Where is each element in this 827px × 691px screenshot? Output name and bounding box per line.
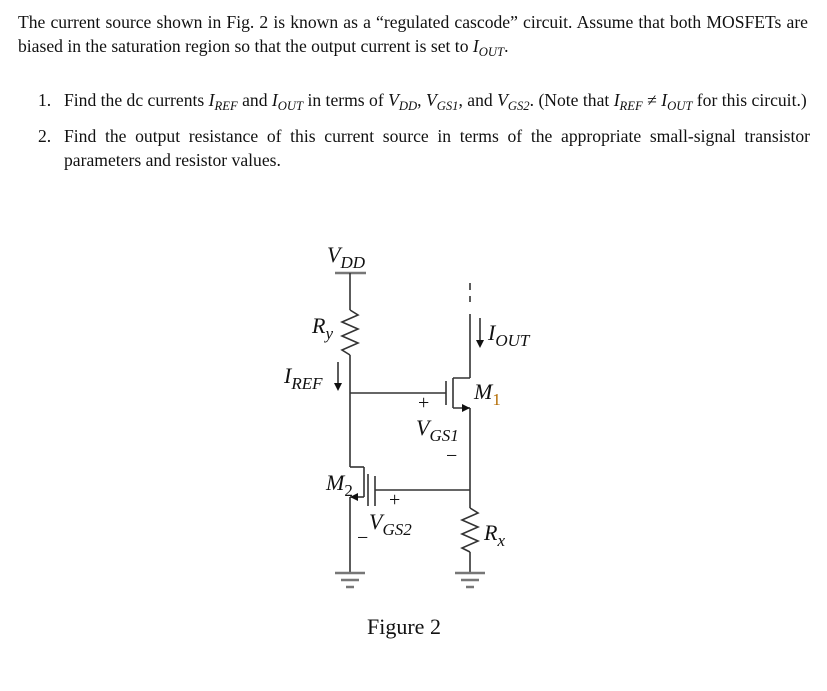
q1-text: for this circuit.) [692,90,807,110]
intro-paragraph: The current source shown in Fig. 2 is kn… [18,10,808,58]
question-list: 1. Find the dc currents IREF and IOUT in… [38,88,810,184]
question-number: 2. [38,126,52,146]
iout-label: IOUT [487,320,531,350]
rx-resistor [460,507,480,553]
vgs1-symbol: VGS1 [425,90,459,113]
vgs2-plus: + [389,489,400,511]
iout-symbol: IOUT [472,36,505,59]
q1-text: in terms of [303,90,389,110]
q1-text: Find the dc currents [64,90,209,110]
question-1: 1. Find the dc currents IREF and IOUT in… [38,88,810,112]
question-number: 1. [38,90,52,110]
vgs1-plus: + [418,392,429,414]
iref-symbol: IREF [208,90,238,113]
intro-text: The current source shown in Fig. 2 is kn… [18,12,808,56]
ry-label: Ry [311,313,333,343]
intro-end: . [504,36,509,56]
figure-caption: Figure 2 [367,614,441,639]
vdd-label: VDD [327,242,366,272]
iout-arrow-icon [476,340,484,348]
iout-symbol: IOUT [661,90,693,113]
iref-symbol: IREF [613,90,643,113]
q1-text: , [417,90,426,110]
q1-text: , and [458,90,498,110]
question-2: 2. Find the output resistance of this cu… [38,124,810,172]
iref-arrow-icon [334,383,342,391]
iout-symbol: IOUT [271,90,304,113]
vgs2-minus: − [357,527,368,549]
vgs2-label: VGS2 [369,509,412,539]
m1-label: M1 [473,379,501,409]
q1-text: . (Note that [529,90,614,110]
vgs1-minus: − [446,445,457,467]
vgs2-symbol: VGS2 [497,90,530,113]
vgs1-label: VGS1 [416,415,459,445]
q2-text: Find the output resistance of this curre… [64,126,810,170]
ground-left-icon [335,571,365,589]
not-equal-sign: ≠ [642,90,662,110]
rx-label: Rx [483,520,505,550]
ground-right-icon [455,571,485,589]
m2-label: M2 [325,470,353,500]
m1-source-arrow-icon [462,404,470,412]
q1-text: and [237,90,272,110]
iref-label: IREF [283,363,323,393]
ry-resistor [340,309,360,356]
vdd-symbol: VDD [388,90,418,113]
m2-source-arrow-icon [350,493,358,501]
